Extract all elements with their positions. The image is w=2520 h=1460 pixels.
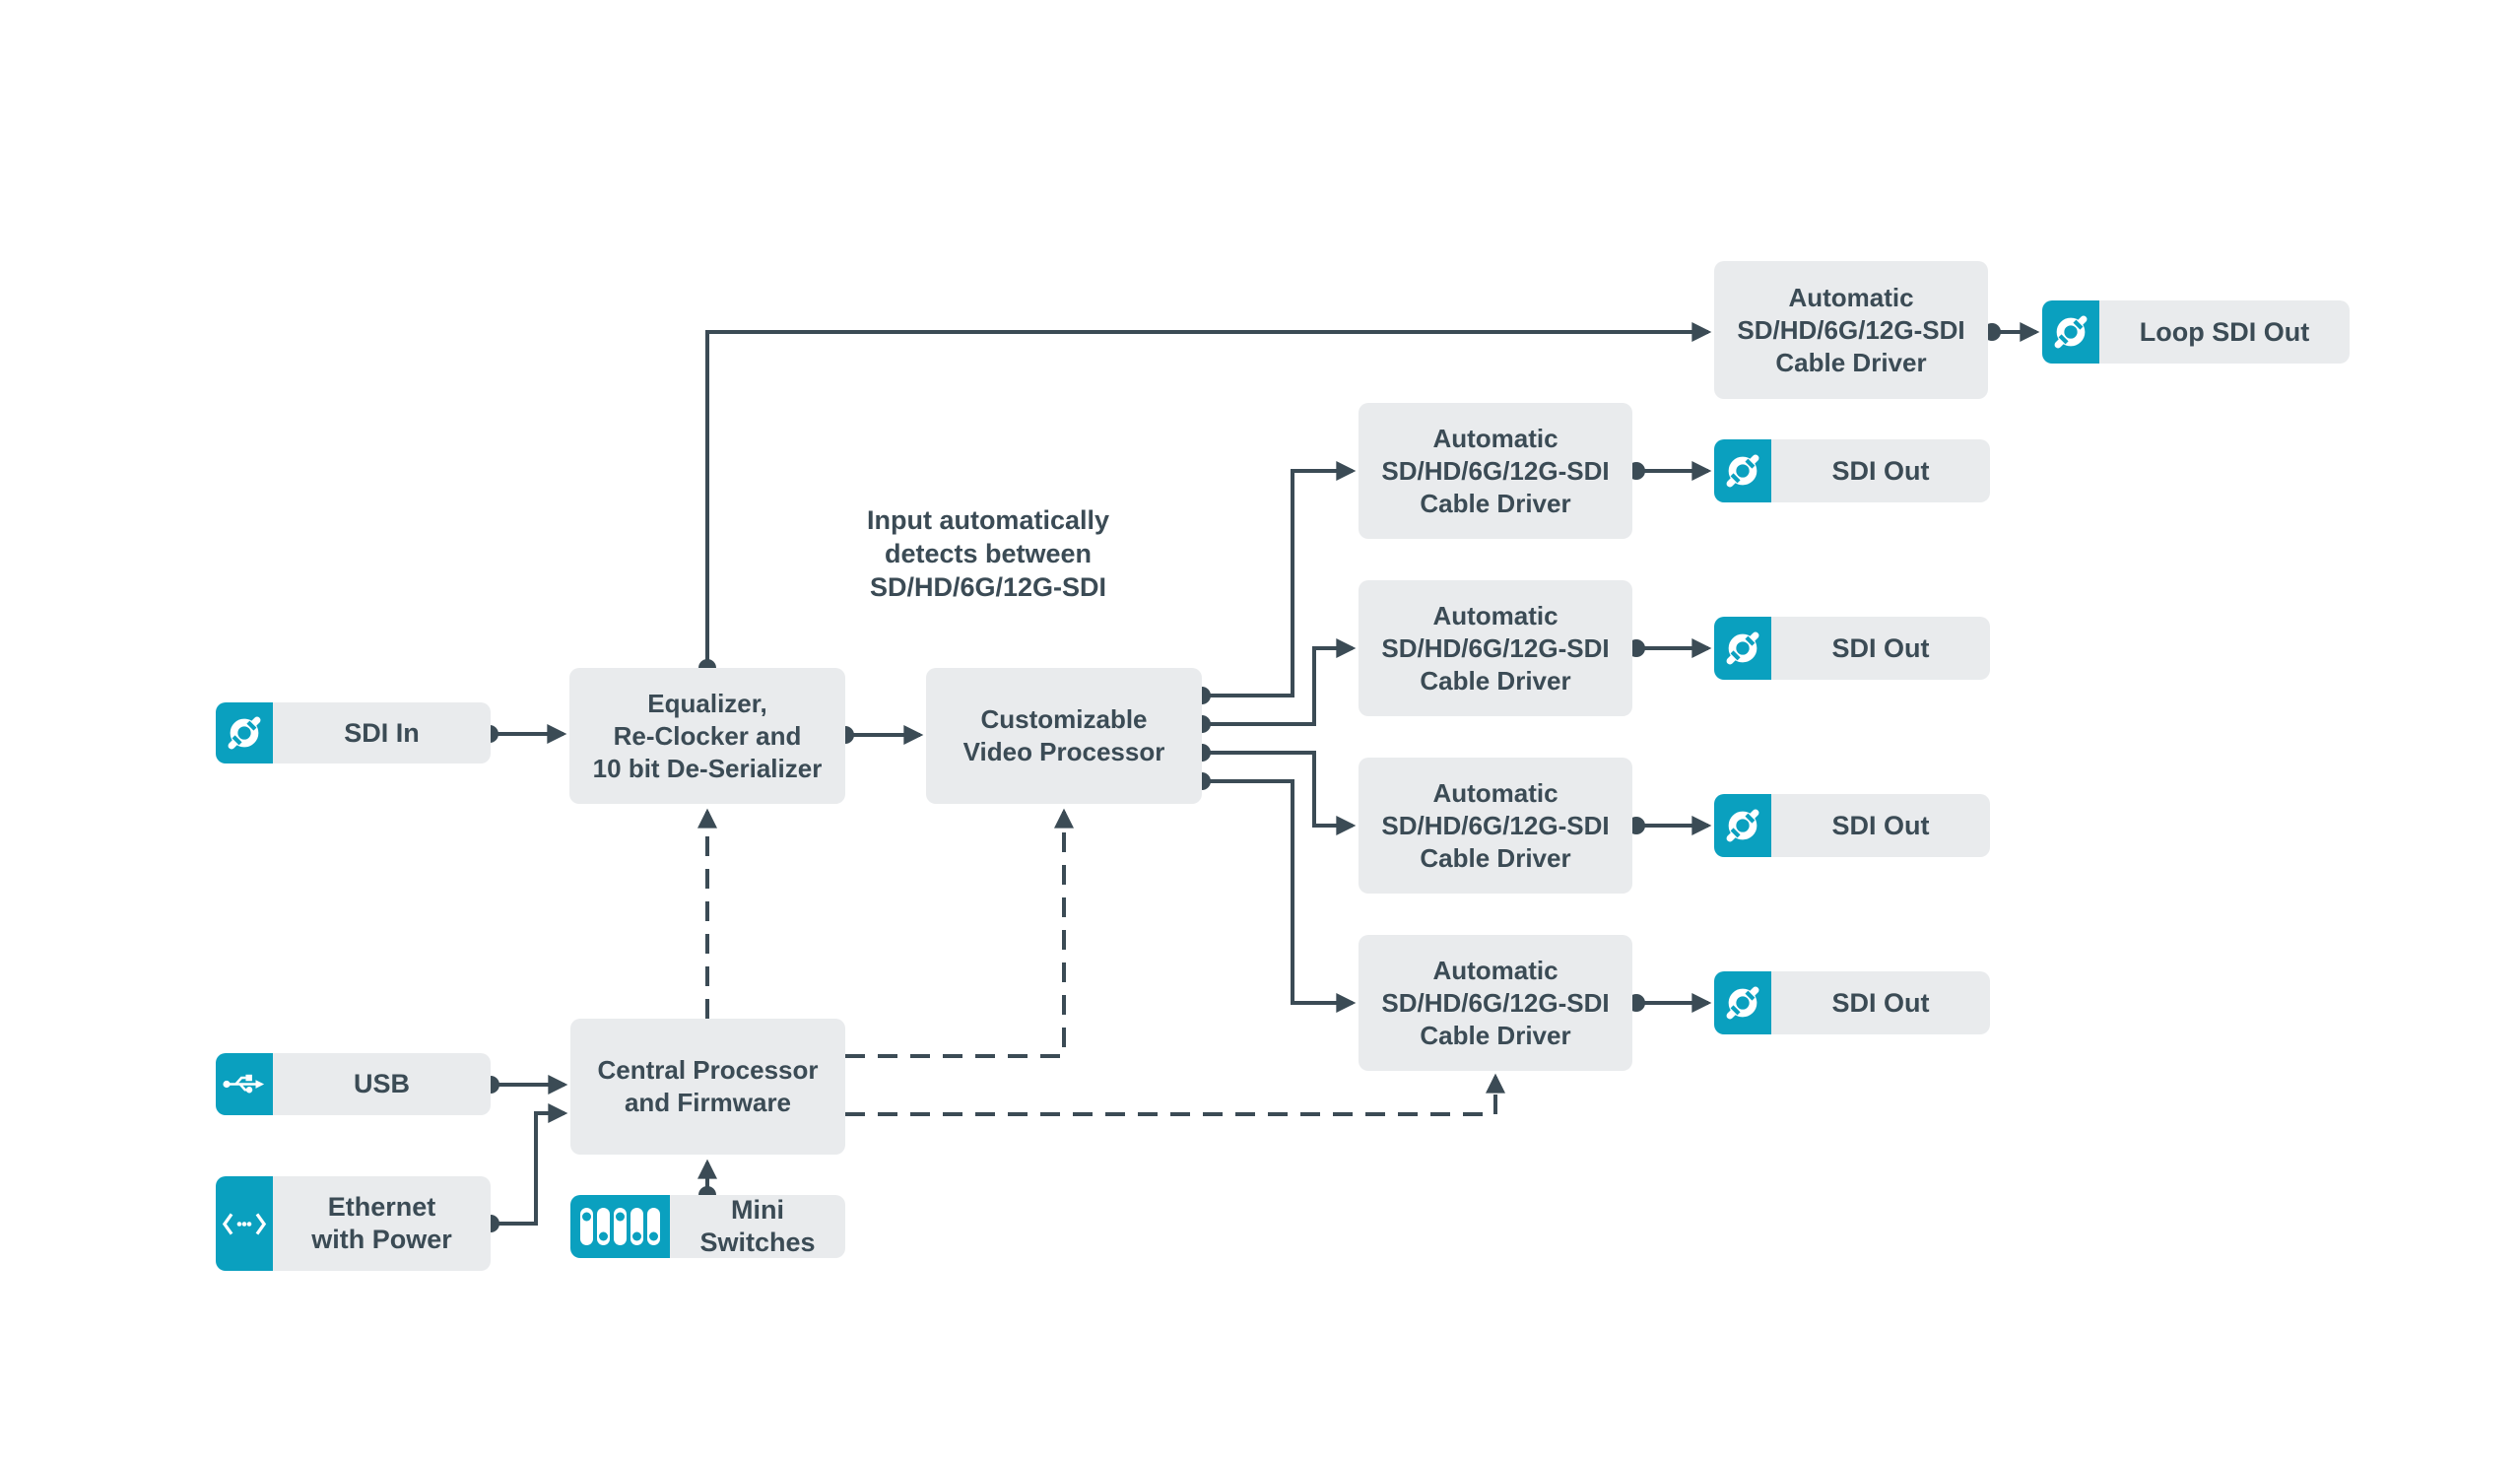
video-processor-line-2: Video Processor xyxy=(962,737,1165,766)
mini-switches-label: Mini Switches xyxy=(670,1195,845,1258)
sdi-in-label: SDI In xyxy=(273,702,491,763)
cable-driver-4-line-1: Automatic xyxy=(1432,955,1558,985)
mini-switches-block: Mini Switches xyxy=(570,1195,845,1258)
connector-loop-cable-driver-to-loop-sdi-out xyxy=(1983,322,2040,342)
ethernet-label: Ethernet with Power xyxy=(273,1176,491,1271)
cable-driver-3-line-2: SD/HD/6G/12G-SDI xyxy=(1381,810,1610,840)
cable-driver-2-line-3: Cable Driver xyxy=(1420,665,1571,696)
cable-driver-1-line-3: Cable Driver xyxy=(1420,488,1571,518)
connector-cable-driver-2-to-sdi-out-2 xyxy=(1627,638,1712,658)
equalizer-line-1: Equalizer, xyxy=(647,688,767,718)
cable-driver-1-line-1: Automatic xyxy=(1432,423,1558,453)
connector-video-processor-to-cable-driver-3 xyxy=(1193,744,1357,835)
connector-sdi-in-to-equalizer xyxy=(481,724,567,744)
loop-sdi-out-block: Loop SDI Out xyxy=(2042,300,2350,364)
sdi-connector-icon xyxy=(1714,617,1771,680)
sdi-out-block-4: SDI Out xyxy=(1714,971,1990,1034)
input-detection-note-line-1: Input automatically xyxy=(866,505,1110,535)
input-detection-note: Input automatically detects between SD/H… xyxy=(811,503,1165,604)
sdi-out-block-3: SDI Out xyxy=(1714,794,1990,857)
sdi-connector-icon xyxy=(216,702,273,763)
equalizer-line-2: Re-Clocker and xyxy=(613,720,802,751)
video-processor-line-1: Customizable xyxy=(980,704,1148,734)
usb-icon xyxy=(216,1053,273,1115)
ethernet-icon xyxy=(216,1176,273,1271)
connector-cable-driver-3-to-sdi-out-3 xyxy=(1627,816,1712,835)
connector-video-processor-to-cable-driver-4 xyxy=(1193,772,1357,1013)
cable-driver-3-line-3: Cable Driver xyxy=(1420,842,1571,873)
loop-cable-driver-line-1: Automatic xyxy=(1788,282,1914,312)
connector-cable-driver-1-to-sdi-out-1 xyxy=(1627,461,1712,481)
mini-switches-icon xyxy=(570,1195,670,1258)
sdi-connector-icon xyxy=(2042,300,2099,364)
loop-sdi-out-label: Loop SDI Out xyxy=(2099,300,2350,364)
video-processor-box: Customizable Video Processor xyxy=(926,668,1202,804)
sdi-out-label: SDI Out xyxy=(1771,439,1990,502)
usb-block: USB xyxy=(216,1053,491,1115)
equalizer-box: Equalizer, Re-Clocker and 10 bit De-Seri… xyxy=(569,668,845,804)
connector-cable-driver-4-to-sdi-out-4 xyxy=(1627,993,1712,1013)
connector-video-processor-to-cable-driver-2 xyxy=(1193,638,1357,733)
cable-driver-box-2: Automatic SD/HD/6G/12G-SDI Cable Driver xyxy=(1359,580,1632,716)
sdi-connector-icon xyxy=(1714,439,1771,502)
loop-cable-driver-box: Automatic SD/HD/6G/12G-SDI Cable Driver xyxy=(1714,261,1988,399)
connector-usb-to-central-processor xyxy=(482,1075,568,1095)
connector-video-processor-to-cable-driver-1 xyxy=(1193,461,1357,704)
cable-driver-4-line-3: Cable Driver xyxy=(1420,1020,1571,1050)
cable-driver-4-line-2: SD/HD/6G/12G-SDI xyxy=(1381,987,1610,1018)
connector-equalizer-to-video-processor xyxy=(836,725,924,745)
cable-driver-3-line-1: Automatic xyxy=(1432,777,1558,808)
loop-cable-driver-line-2: SD/HD/6G/12G-SDI xyxy=(1737,314,1965,345)
sdi-out-label: SDI Out xyxy=(1771,971,1990,1034)
equalizer-line-3: 10 bit De-Serializer xyxy=(592,753,823,783)
loop-cable-driver-line-3: Cable Driver xyxy=(1775,347,1927,377)
sdi-out-label: SDI Out xyxy=(1771,794,1990,857)
input-detection-note-line-3: SD/HD/6G/12G-SDI xyxy=(869,572,1107,602)
cable-driver-box-1: Automatic SD/HD/6G/12G-SDI Cable Driver xyxy=(1359,403,1632,539)
sdi-connector-icon xyxy=(1714,794,1771,857)
cable-driver-box-3: Automatic SD/HD/6G/12G-SDI Cable Driver xyxy=(1359,758,1632,894)
cable-driver-2-line-2: SD/HD/6G/12G-SDI xyxy=(1381,632,1610,663)
central-processor-box: Central Processor and Firmware xyxy=(570,1019,845,1155)
cable-driver-1-line-2: SD/HD/6G/12G-SDI xyxy=(1381,455,1610,486)
input-detection-note-line-2: detects between xyxy=(884,539,1093,568)
sdi-out-block-2: SDI Out xyxy=(1714,617,1990,680)
sdi-in-block: SDI In xyxy=(216,702,491,763)
sdi-out-block-1: SDI Out xyxy=(1714,439,1990,502)
cable-driver-2-line-1: Automatic xyxy=(1432,600,1558,630)
sdi-connector-icon xyxy=(1714,971,1771,1034)
central-processor-line-1: Central Processor xyxy=(597,1055,819,1085)
ethernet-label-line-1: Ethernet xyxy=(327,1192,436,1222)
connector-ethernet-to-central-processor xyxy=(482,1103,568,1232)
sdi-out-label: SDI Out xyxy=(1771,617,1990,680)
connector-central-processor-to-cable-driver-4-dashed xyxy=(845,1073,1505,1116)
cable-driver-box-4: Automatic SD/HD/6G/12G-SDI Cable Driver xyxy=(1359,935,1632,1071)
central-processor-line-2: and Firmware xyxy=(624,1088,792,1117)
usb-label: USB xyxy=(273,1053,491,1115)
ethernet-block: Ethernet with Power xyxy=(216,1176,491,1271)
connector-central-processor-to-video-processor-dashed xyxy=(845,808,1074,1058)
ethernet-label-line-2: with Power xyxy=(311,1225,452,1254)
